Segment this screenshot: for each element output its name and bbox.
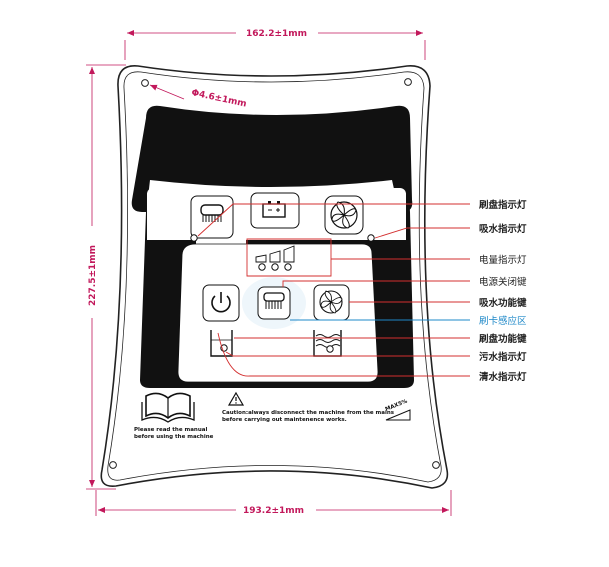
mount-hole-bottom-right — [432, 461, 440, 469]
mount-hole-bottom-left — [109, 461, 117, 469]
dim-top-label: 162.2±1mm — [246, 29, 307, 39]
mount-hole-top-right — [404, 78, 412, 86]
brush-indicator-led — [190, 234, 198, 242]
leader-lines — [197, 203, 470, 377]
brush-key[interactable] — [257, 286, 291, 320]
caution-line2: before carrying out maintenence works. — [222, 417, 347, 423]
max-slope-icon — [385, 409, 411, 421]
callout-brush-indicator: 刷盘指示灯 — [479, 199, 527, 211]
dirty-water-led — [326, 345, 334, 353]
brush-icon — [200, 204, 224, 222]
brush-key-icon — [263, 292, 285, 309]
callout-suction-key: 吸水功能键 — [479, 297, 527, 309]
dim-bottom-label: 193.2±1mm — [243, 506, 304, 516]
battery-led-3 — [284, 263, 292, 271]
callout-suction-indicator: 吸水指示灯 — [479, 223, 527, 235]
callout-battery-indicator: 电量指示灯 — [479, 254, 527, 266]
dim-hole — [149, 84, 185, 100]
caution-line1: Caution:always disconnect the machine fr… — [222, 410, 395, 416]
callout-brush-key: 刷盘功能键 — [479, 333, 527, 345]
battery-led-1 — [258, 263, 266, 271]
callout-clean-water-indicator: 清水指示灯 — [479, 371, 527, 383]
suction-key-fan-icon — [319, 290, 343, 314]
power-icon — [211, 292, 231, 313]
mount-hole-top-left — [141, 79, 149, 87]
manual-note-line1: Please read the manual — [134, 427, 207, 433]
dim-height-label: 227.5±1mm — [88, 245, 98, 306]
battery-led-2 — [271, 263, 279, 271]
dim-bottom — [95, 490, 452, 516]
manual-note-line2: before using the machine — [134, 434, 214, 440]
book-icon — [141, 392, 195, 423]
dim-height — [86, 64, 126, 490]
dim-top — [124, 30, 426, 60]
panel-inner-outline — [107, 71, 442, 483]
callout-card-area: 刷卡感应区 — [479, 315, 527, 327]
callout-dirty-water-indicator: 污水指示灯 — [479, 351, 527, 363]
callout-power-key: 电源关闭键 — [479, 276, 527, 288]
warning-triangle-icon — [227, 391, 245, 406]
battery-box — [250, 192, 300, 229]
battery-level-bars — [255, 245, 295, 263]
suction-fan-icon — [330, 201, 358, 229]
clean-water-tank-icon — [210, 330, 233, 357]
suction-indicator-led — [367, 234, 375, 242]
